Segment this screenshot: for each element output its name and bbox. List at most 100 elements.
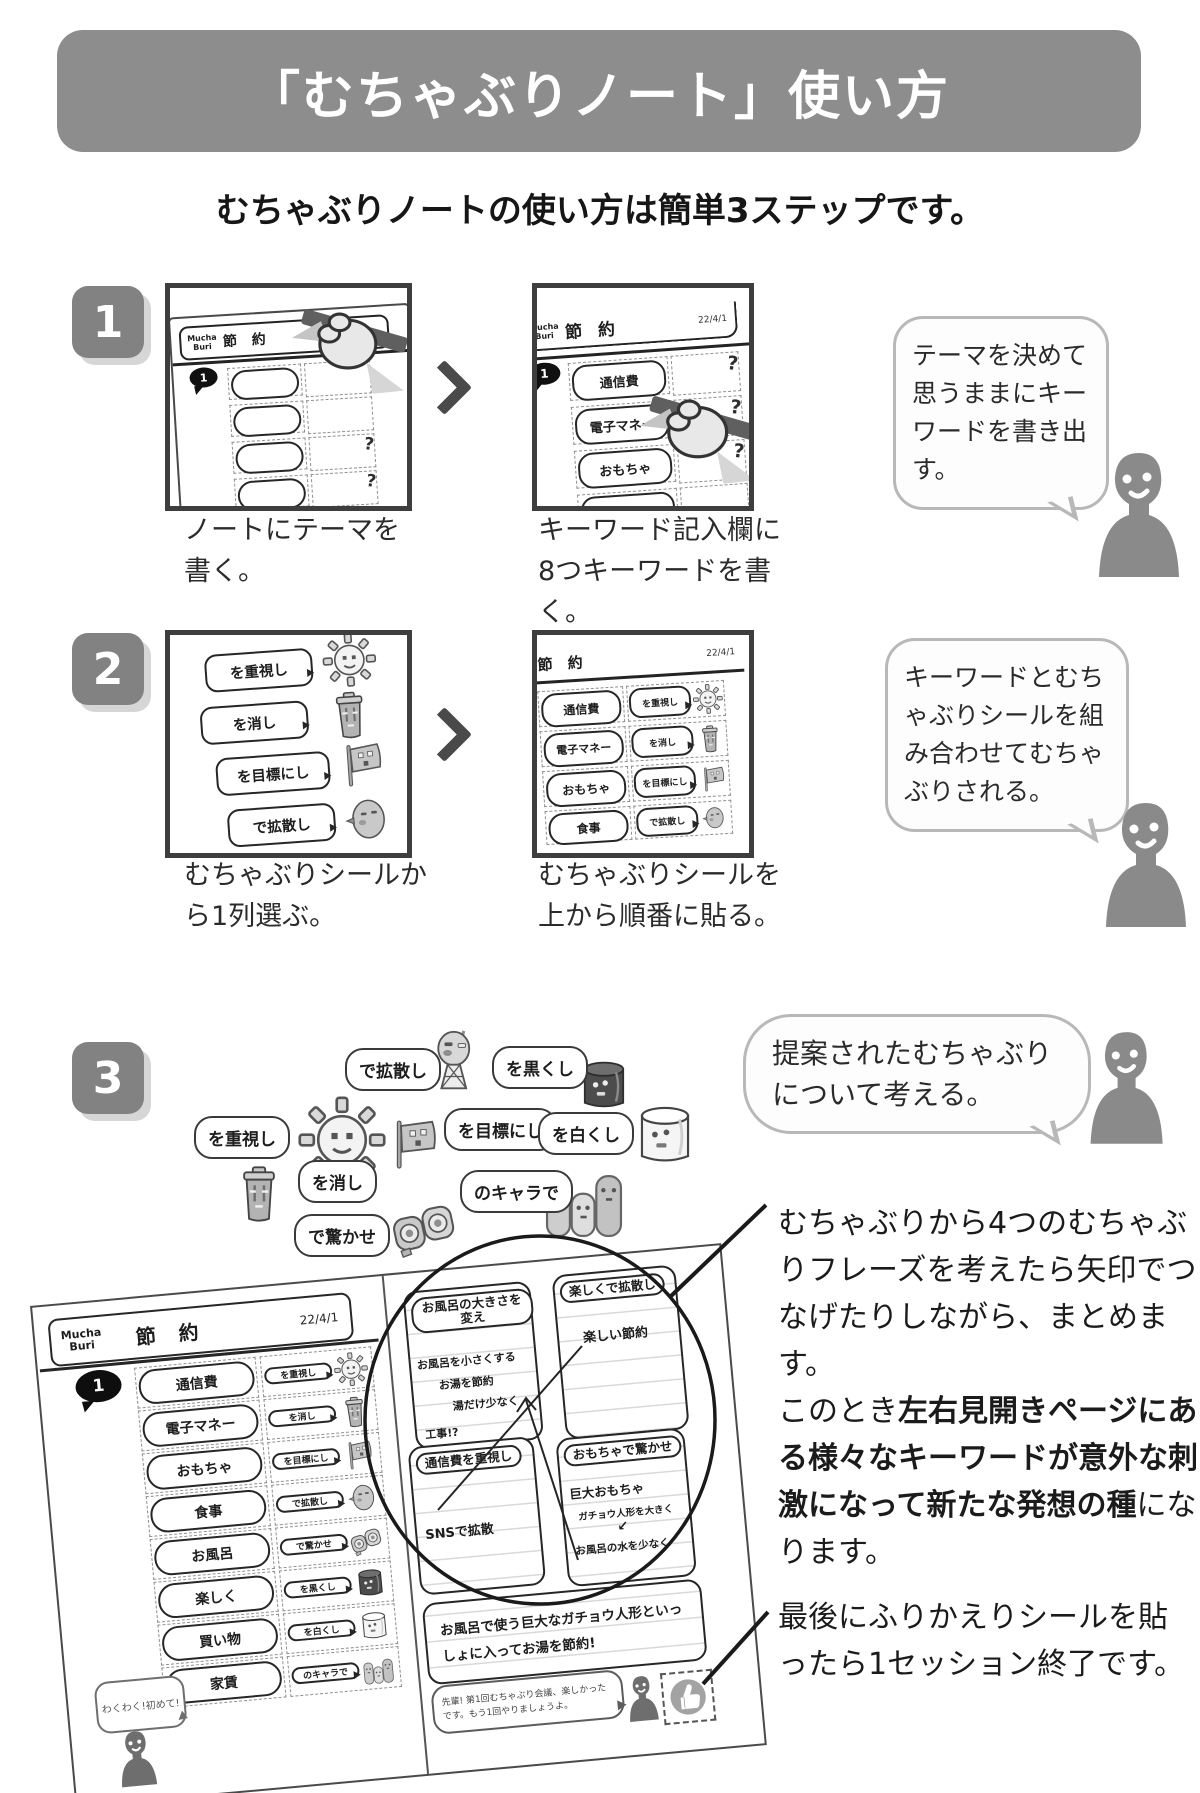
keyword-capsule: おもちゃ bbox=[545, 769, 628, 808]
handwritten-note: お湯を節約 bbox=[438, 1374, 495, 1393]
goose-character-icon bbox=[344, 1479, 381, 1516]
flag-character-icon bbox=[697, 763, 729, 795]
sticker-bubble: を消し bbox=[267, 1404, 337, 1428]
handwritten-note: 湯だけ少なく bbox=[452, 1394, 520, 1414]
idea-box-title: 楽しくで拡散し bbox=[558, 1272, 666, 1304]
white-can-character-icon bbox=[628, 1100, 702, 1172]
keyword-rows: 通信費を重視し 電子マネーを消し おもちゃを目標にし 食事で拡散し お風呂で驚か… bbox=[134, 1345, 404, 1709]
hand-with-pen-icon bbox=[265, 290, 410, 394]
handwritten-note: SNSで拡散 bbox=[424, 1521, 495, 1544]
question-mark: ? bbox=[726, 352, 740, 376]
keyword-capsule: 食事 bbox=[547, 809, 630, 846]
white-can-character-icon bbox=[356, 1607, 393, 1644]
sticker-bubble: で驚かせ bbox=[294, 1214, 390, 1257]
session-number-bubble: 1 bbox=[74, 1368, 123, 1405]
black-can-character-icon bbox=[352, 1564, 389, 1601]
date-label: 22/4/1 bbox=[697, 313, 728, 326]
step3-speech-bubble: 提案されたむちゃぶりについて考える。 bbox=[743, 1014, 1091, 1134]
sticker-bubble: を消し bbox=[199, 700, 310, 746]
step3-paragraph-2: 最後にふりかえりシールを貼ったら1セッション終了です。 bbox=[778, 1600, 1185, 1682]
sticker-bubble: を目標にし bbox=[271, 1447, 341, 1471]
keyword-capsule: 通信費 bbox=[540, 689, 623, 729]
paragraph-text: このとき bbox=[778, 1394, 898, 1429]
flag-character-icon bbox=[340, 1436, 377, 1473]
sticker-bubble: を黒くし bbox=[492, 1046, 588, 1089]
idea-box: おもちゃで驚かせ 巨大おもちゃ ガチョウ人形を大きく ↙ お風呂の水を少なく bbox=[555, 1427, 698, 1588]
goose-character-icon bbox=[699, 803, 729, 833]
sticker-bubble: のキャラで bbox=[290, 1661, 361, 1685]
step2-speech-bubble: キーワードとむちゃぶりシールを組み合わせてむちゃぶりされる。 bbox=[885, 638, 1129, 832]
idea-box: 通信費を重視し SNSで拡散 bbox=[407, 1435, 547, 1596]
paragraph-bold-text: 左右見開きページにある様々なキーワードが意外な刺激になって新たな発想の種 bbox=[778, 1394, 1198, 1523]
sticker-bubble: を重視し bbox=[263, 1361, 333, 1386]
keyword-capsule: お風呂 bbox=[152, 1531, 272, 1577]
step2-caption-b: むちゃぶりシールを上から順番に貼る。 bbox=[538, 860, 781, 932]
session-number-bubble: 1 bbox=[188, 366, 219, 389]
handwritten-note: 工事!? bbox=[424, 1425, 460, 1442]
summary-box: お風呂で使う巨大なガチョウ人形といっしょに入ってお湯を節約! bbox=[421, 1578, 708, 1686]
step1-speech-bubble: テーマを決めて思うままにキーワードを書き出す。 bbox=[893, 316, 1109, 510]
thumbs-up-icon bbox=[665, 1674, 711, 1720]
idea-box-title: おもちゃで驚かせ bbox=[562, 1434, 683, 1468]
group-character-icon bbox=[360, 1650, 397, 1687]
step1-caption-a: ノートにテーマを書く。 bbox=[184, 515, 400, 587]
trash-character-icon bbox=[694, 723, 726, 755]
keyword-capsule: 買い物 bbox=[160, 1616, 280, 1663]
sticker-bubble: を消し bbox=[630, 724, 695, 759]
sticker-bubble: で拡散し bbox=[226, 802, 337, 848]
sticker-bubble: で拡散し bbox=[345, 1048, 441, 1091]
keyword-capsule: おもちゃ bbox=[145, 1445, 264, 1492]
goose-character-icon bbox=[340, 790, 396, 847]
junior-character-icon bbox=[111, 1727, 160, 1789]
arrow-down-left-icon: ↙ bbox=[616, 1518, 630, 1535]
guide-character-icon bbox=[1092, 798, 1192, 930]
theme-label: 節 約 bbox=[134, 1318, 208, 1349]
keyword-capsule: 楽しく bbox=[156, 1574, 276, 1620]
keyword-capsule: 電子マネー bbox=[141, 1402, 260, 1449]
flag-character-icon bbox=[334, 737, 390, 793]
sticker-bubble: を目標にし bbox=[633, 764, 697, 799]
theme-label: 節 約 bbox=[222, 331, 272, 351]
sun-character-icon bbox=[321, 631, 379, 689]
sticker-bubble: を重視し bbox=[628, 685, 692, 719]
step2-panel-stickers-placed: 節 約 22/4/1 通信費を重視し 電子マネーを消し おもちゃを目標にし 食事… bbox=[532, 630, 754, 858]
sticker-bubble: を白くし bbox=[286, 1618, 357, 1642]
excited-bubble: わくわく!初めて! bbox=[93, 1674, 188, 1735]
step2-number: 2 bbox=[92, 643, 124, 695]
arrow-right-icon bbox=[416, 359, 473, 416]
title-banner: 「むちゃぶりノート」使い方 bbox=[57, 30, 1141, 152]
trash-character-icon bbox=[228, 1152, 290, 1236]
trash-character-icon bbox=[336, 1393, 373, 1430]
flag-character-icon bbox=[382, 1114, 444, 1174]
sticker-bubble: で驚かせ bbox=[279, 1533, 349, 1557]
step2-badge: 2 bbox=[72, 633, 144, 705]
handwritten-note: お風呂の水を少なく bbox=[574, 1537, 671, 1558]
paragraph-text: になります。 bbox=[778, 1488, 1197, 1570]
step1-badge: 1 bbox=[72, 286, 144, 358]
step3-badge: 3 bbox=[72, 1042, 144, 1114]
handwritten-note: お風呂を小さくする bbox=[416, 1350, 517, 1373]
date-label: 22/4/1 bbox=[299, 1310, 339, 1328]
junior-character-icon bbox=[621, 1673, 661, 1724]
keyword-capsule: 通信費 bbox=[137, 1360, 256, 1406]
sticker-bubble: のキャラで bbox=[460, 1170, 573, 1213]
sticker-bubble: を重視し bbox=[203, 647, 315, 694]
step1-number: 1 bbox=[92, 296, 124, 348]
idea-box-title: 通信費を重視し bbox=[414, 1444, 523, 1476]
hand-with-pen-icon bbox=[612, 376, 754, 484]
sticker-bubble: を黒くし bbox=[283, 1576, 353, 1600]
binoculars-character-icon bbox=[376, 1194, 474, 1262]
guide-character-icon bbox=[1078, 1028, 1168, 1146]
step3-number: 3 bbox=[92, 1052, 124, 1104]
sticker-bubble: で拡散し bbox=[275, 1490, 345, 1514]
paragraph-text: むちゃぶりから4つのむちゃぶりフレーズを考えたら矢印でつなげたりしながら、まとめ… bbox=[778, 1206, 1197, 1382]
question-mark: ? bbox=[365, 470, 378, 492]
sticker-bubble: を重視し bbox=[194, 1116, 290, 1159]
